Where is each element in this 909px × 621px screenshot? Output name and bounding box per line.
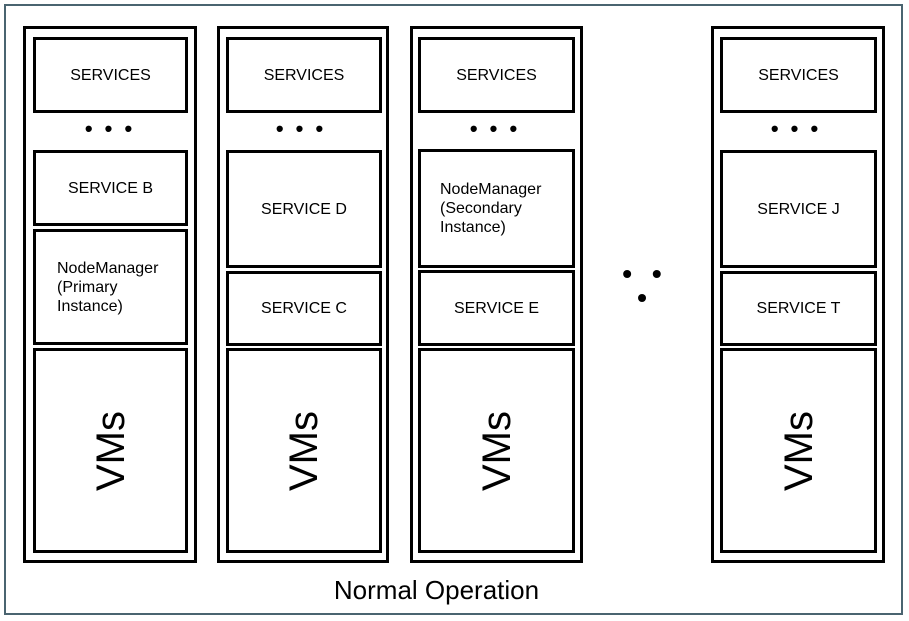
node-1-service-b-box: SERVICE B [33,150,188,226]
diagram-frame [4,4,903,615]
node-4-services-label: SERVICES [758,66,839,84]
node-3-box-a-label: NodeManager (Secondary Instance) [440,181,542,236]
more-nodes-ellipsis: • • • [622,258,668,313]
node-2-vms-label: VMs [282,410,326,491]
node-3-vms-label: VMs [474,410,519,491]
node-4-service-j-box: SERVICE J [720,150,877,268]
node-2-vms-box: VMs [226,348,382,553]
node-2-box-a-label: SERVICE D [261,200,347,218]
node-2-services-label: SERVICES [263,66,345,84]
node-4-ellipsis: • • • [770,116,822,141]
node-3-box-b-label: SERVICE E [453,299,540,317]
node-1-box-a-label: SERVICE B [67,179,154,197]
node-2-box-b-label: SERVICE C [261,300,347,317]
node-1-services-label: SERVICES [70,66,151,84]
node-4-box-b-label: SERVICE T [756,300,841,317]
diagram-caption: Normal Operation [333,575,540,605]
node-4-service-t-box: SERVICE T [720,271,877,346]
node-2-service-c-box: SERVICE C [226,271,382,346]
node-2-service-d-box: SERVICE D [226,150,382,268]
node-3-services-label: SERVICES [456,66,537,84]
node-4-services-box: SERVICES [720,37,877,113]
node-2-services-box: SERVICES [226,37,382,113]
node-3-vms-box: VMs [418,348,575,553]
node-4-box-a-label: SERVICE J [757,200,840,218]
node-3-services-box: SERVICES [418,37,575,113]
node-1-box-b-label: NodeManager (Primary Instance) [57,259,159,315]
node-3-ellipsis: • • • [469,116,521,141]
node-1-vms-box: VMs [33,348,188,553]
node-1-services-box: SERVICES [33,37,188,113]
node-1-vms-label: VMs [88,410,133,491]
node-3-nodemanager-secondary-box: NodeManager (Secondary Instance) [418,149,575,268]
node-1-nodemanager-primary-box: NodeManager (Primary Instance) [33,229,188,345]
node-2-ellipsis: • • • [275,116,327,141]
node-1-ellipsis: • • • [84,116,136,141]
node-3-service-e-box: SERVICE E [418,270,575,346]
node-4-vms-box: VMs [720,348,877,553]
node-4-vms-label: VMs [776,410,821,491]
